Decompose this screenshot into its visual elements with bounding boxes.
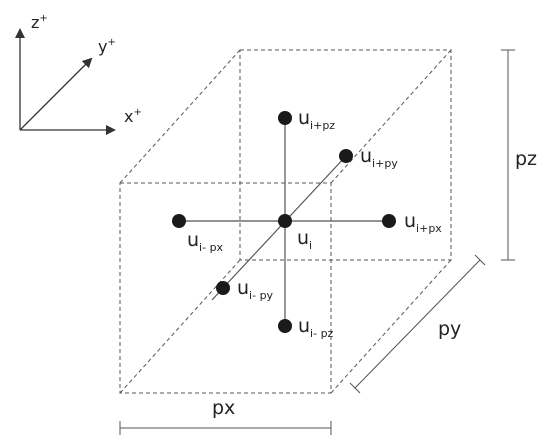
- node-labels: ui ui+pz ui- pz ui+px ui- px ui+py ui- p…: [187, 107, 442, 340]
- node-down: [278, 319, 292, 333]
- cube-edge-bottom-left: [119, 259, 241, 394]
- node-front: [216, 281, 230, 295]
- py-dimension-line: [354, 259, 481, 389]
- x-axis-label: x+: [124, 107, 142, 126]
- pz-label: pz: [515, 148, 537, 170]
- label-back: ui+py: [360, 145, 398, 170]
- py-tick-top: [474, 254, 486, 266]
- cube-back-face: [239, 49, 452, 261]
- py-tick-bottom: [349, 382, 361, 394]
- z-axis-label: z+: [31, 13, 48, 32]
- node-left: [172, 214, 186, 228]
- label-right: ui+px: [404, 210, 442, 235]
- label-center: ui: [297, 227, 312, 252]
- node-center: [278, 214, 292, 228]
- cube-front-face: [119, 182, 332, 394]
- node-back: [339, 149, 353, 163]
- py-label: py: [438, 318, 461, 340]
- label-up: ui+pz: [298, 107, 335, 132]
- y-axis-label: y+: [98, 37, 116, 56]
- label-left: ui- px: [187, 229, 224, 254]
- px-label: px: [212, 397, 235, 419]
- node-up: [278, 111, 292, 125]
- cube-edge-top-left: [119, 49, 241, 184]
- label-front: ui- py: [237, 277, 274, 302]
- y-axis-arrow: [19, 57, 93, 131]
- dimension-markers: pz px py: [119, 49, 537, 435]
- coordinate-axes: z+ y+ x+: [15, 13, 142, 135]
- label-down: ui- pz: [298, 315, 334, 340]
- stencil-nodes: [172, 111, 396, 333]
- cube-edge-bottom-right: [330, 259, 452, 394]
- node-right: [382, 214, 396, 228]
